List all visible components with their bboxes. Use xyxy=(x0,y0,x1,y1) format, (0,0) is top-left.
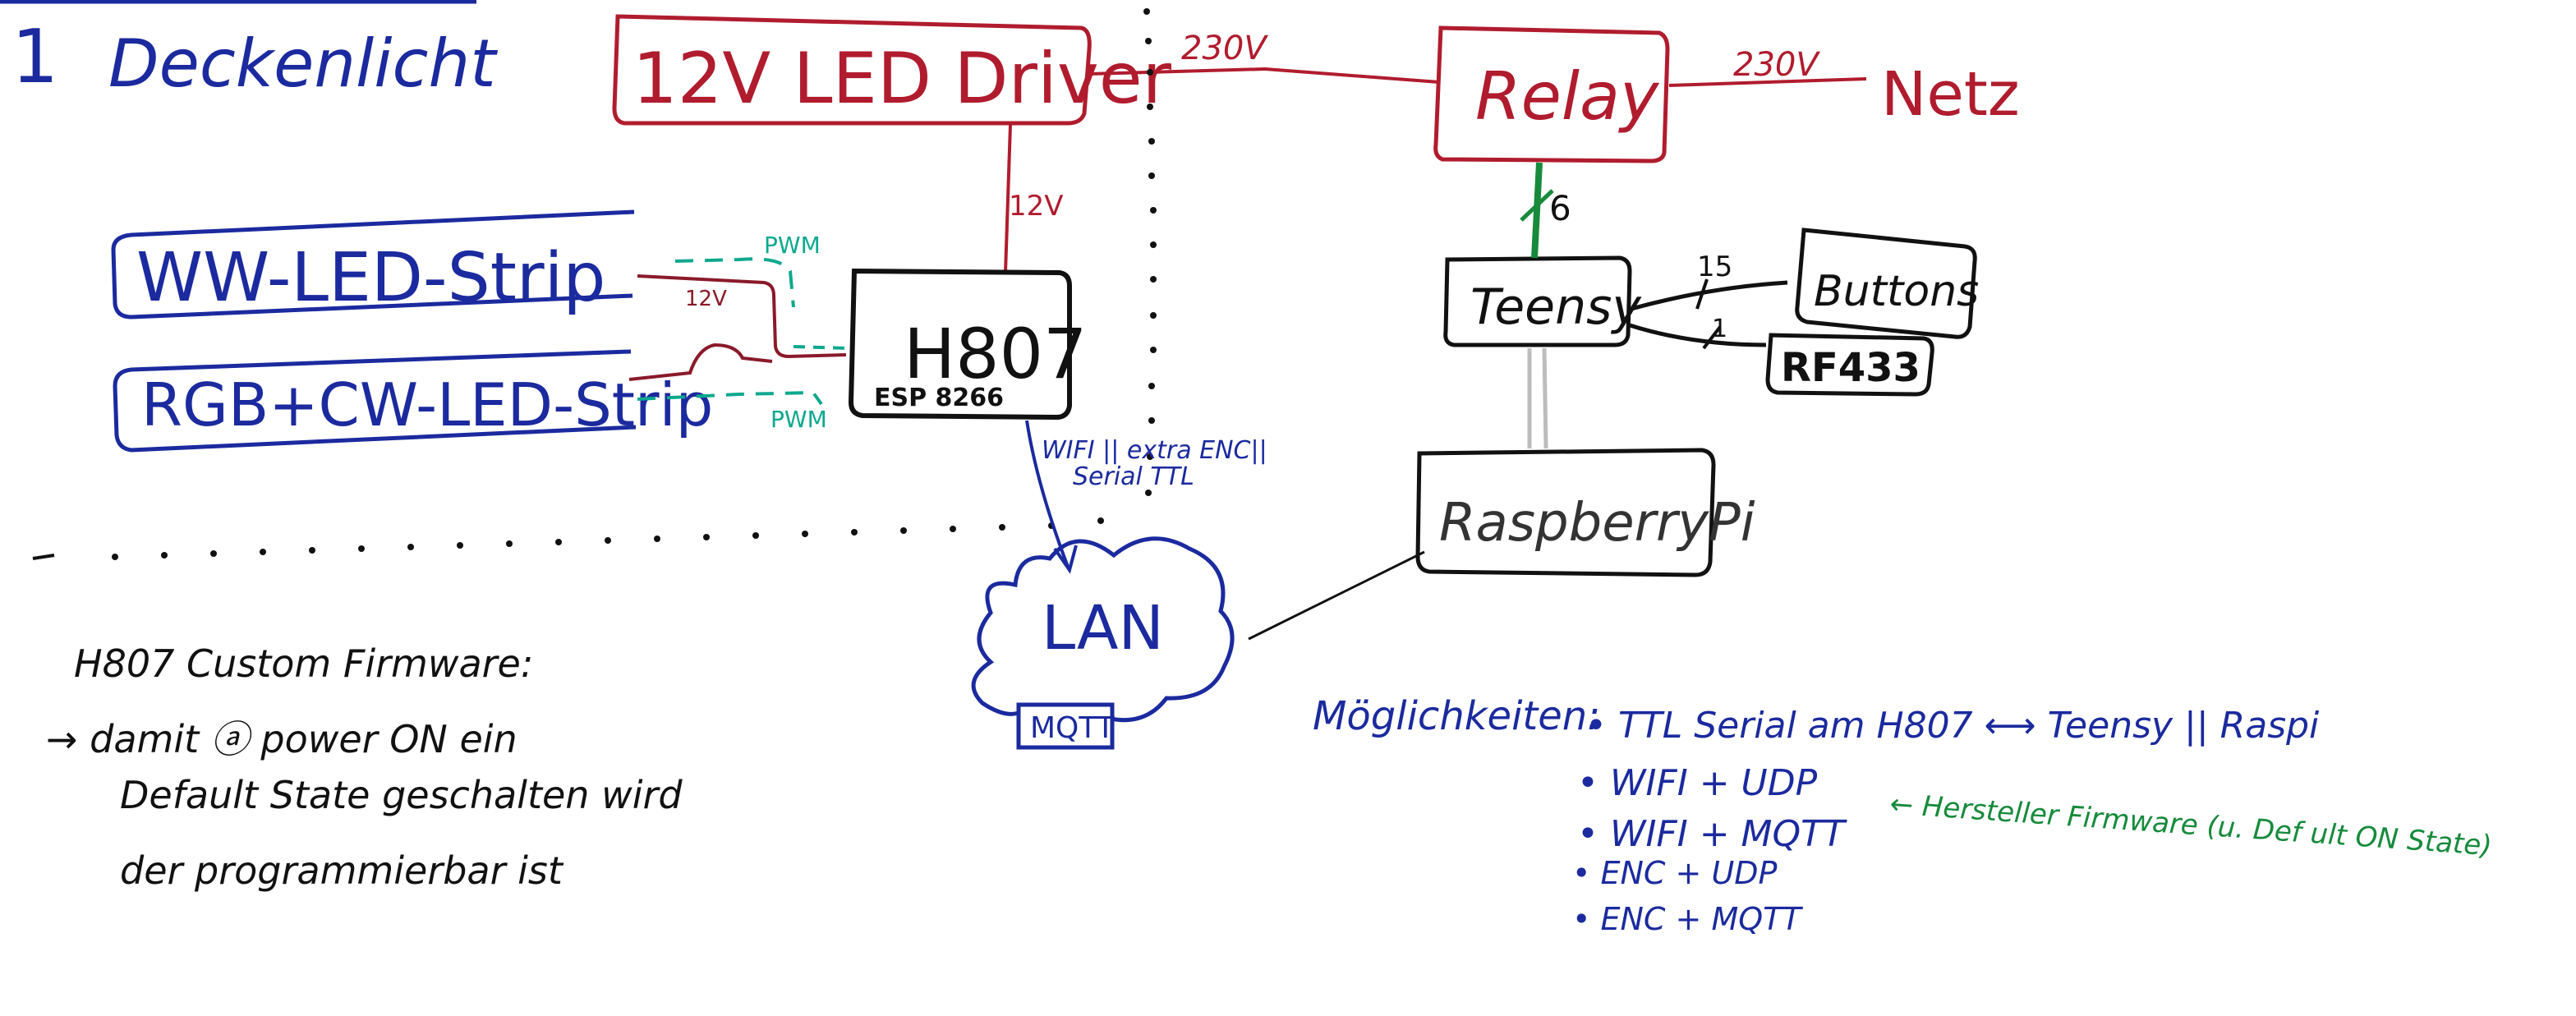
heading-number: 1 xyxy=(12,14,58,100)
ww-strip-box: WW-LED-Strip xyxy=(111,209,635,320)
rf433-box: RF433 xyxy=(1765,333,1934,397)
option-item-1: • TTL Serial am H807 ⟷ Teensy || Raspi xyxy=(1585,705,2320,747)
option-item-3: • WIFI + MQTT xyxy=(1577,813,1847,855)
mqtt-label: MQTT xyxy=(1030,711,1116,745)
option-item-5: • ENC + MQTT xyxy=(1572,901,1803,937)
h807-label: H807 xyxy=(904,314,1088,394)
teensy-buttons-bus-tick xyxy=(1695,278,1709,310)
led-driver-label: 12V LED Driver xyxy=(632,38,1172,120)
relay-teensy-count: 6 xyxy=(1549,188,1571,228)
options-list: Möglichkeiten: • TTL Serial am H807 ⟷ Te… xyxy=(1313,693,2493,937)
voltage-12v-driver: 12V xyxy=(1009,190,1064,223)
pwm-label-bottom: PWM xyxy=(770,406,827,433)
teensy-buttons-bus xyxy=(1631,280,1788,311)
heading: 1 Deckenlicht xyxy=(12,14,498,102)
wifi-label-line1: WIFI || extra ENC|| xyxy=(1042,436,1267,465)
voltage-230v-top: 230V xyxy=(1181,30,1268,67)
relay-label: Relay xyxy=(1475,58,1660,135)
firmware-notes: H807 Custom Firmware: → damit ⓐ power ON… xyxy=(46,641,683,893)
teensy-rf-bus xyxy=(1629,323,1767,347)
option-item-2-note: ← Hersteller Firmware (u. Def ult ON Sta… xyxy=(1888,788,2492,862)
relay-teensy-bus xyxy=(1531,162,1543,259)
note-line-2: → damit ⓐ power ON ein xyxy=(46,717,518,761)
option-item-2: • WIFI + UDP xyxy=(1577,762,1818,804)
pwm-wire-bottom xyxy=(637,390,823,406)
dotted-horizontal-divider xyxy=(32,517,1104,560)
led-driver-box: 12V LED Driver xyxy=(612,14,1172,126)
lan-label: LAN xyxy=(1042,593,1164,664)
esp-label: ESP 8266 xyxy=(874,384,1004,412)
raspberry-box: RaspberryPi xyxy=(1415,448,1755,577)
h807-box: H807 ESP 8266 xyxy=(848,268,1088,421)
option-item-4: • ENC + UDP xyxy=(1572,855,1778,891)
teensy-rf-count: 1 xyxy=(1712,315,1727,343)
buttons-label: Buttons xyxy=(1814,267,1979,316)
note-line-3: Default State geschalten wird xyxy=(120,773,683,817)
dotted-vertical-divider xyxy=(1143,8,1157,496)
rgb-strip-box: RGB+CW-LED-Strip xyxy=(113,349,713,453)
lan-raspberry-link xyxy=(1248,550,1425,641)
teensy-rf-bus-tick xyxy=(1702,325,1722,350)
raspberry-label: RaspberryPi xyxy=(1439,493,1755,554)
teensy-box: Teensy xyxy=(1443,255,1642,347)
rf433-label: RF433 xyxy=(1781,345,1920,391)
options-title: Möglichkeiten: xyxy=(1313,693,1600,739)
driver-h807-wire xyxy=(1004,124,1012,274)
wifi-label-line2: Serial TTL xyxy=(1073,462,1194,491)
teensy-label: Teensy xyxy=(1470,278,1642,336)
relay-box: Relay xyxy=(1433,25,1670,163)
pwm-label-top: PWM xyxy=(764,232,821,259)
buttons-box: Buttons xyxy=(1795,228,1979,339)
heading-title: Deckenlicht xyxy=(108,25,498,102)
pwm-wire-h807 xyxy=(793,345,850,350)
relay-teensy-bus-tick xyxy=(1520,189,1554,222)
voltage-12v-strip: 12V xyxy=(685,287,727,311)
voltage-230v-net: 230V xyxy=(1733,46,1820,84)
mqtt-box xyxy=(1016,702,1115,750)
relay-netz-wire xyxy=(1668,77,1867,87)
pwm-wire-top xyxy=(674,257,795,308)
teensy-raspberry-link-b xyxy=(1542,347,1548,449)
netz-label: Netz xyxy=(1881,59,2020,130)
h807-lan-arrowhead xyxy=(1053,545,1078,574)
note-line-1: H807 Custom Firmware: xyxy=(74,641,533,686)
strip-12v-wire-bottom xyxy=(628,342,773,381)
teensy-buttons-count: 15 xyxy=(1697,251,1732,283)
note-line-4: der programmierbar ist xyxy=(120,848,564,893)
lan-cloud: LAN MQTT xyxy=(971,536,1235,750)
strip-12v-wire-top xyxy=(637,274,847,359)
ww-strip-label: WW-LED-Strip xyxy=(136,239,605,317)
rgb-strip-label: RGB+CW-LED-Strip xyxy=(141,370,713,439)
